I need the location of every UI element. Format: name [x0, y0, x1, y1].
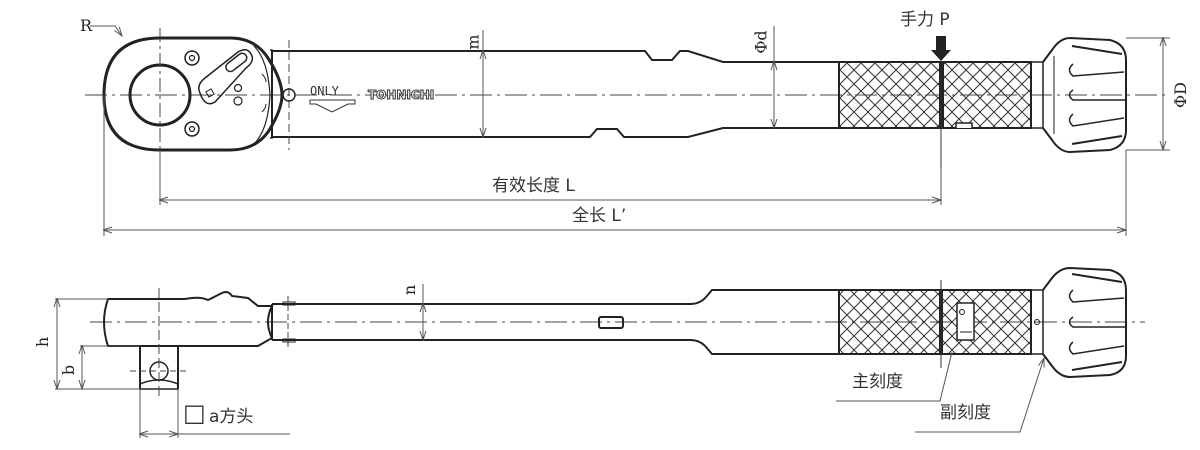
sub-scale-label: 副刻度 — [940, 403, 991, 423]
ratchet-lever — [198, 49, 254, 105]
main-scale-label: 主刻度 — [852, 372, 903, 392]
side-view — [55, 266, 1145, 438]
grip-diameter-label: ΦD — [1170, 82, 1190, 108]
top-view — [85, 25, 1170, 236]
adjustment-knob — [1030, 36, 1127, 154]
head-height-label: h — [33, 336, 53, 348]
square-drive-label: a方头 — [209, 407, 254, 427]
square-drive-height-label: b — [59, 364, 79, 376]
radius-label: R — [80, 16, 93, 35]
handle-width-label: m — [463, 34, 483, 50]
handle-body — [270, 40, 840, 150]
ratchet-head — [90, 25, 284, 160]
force-arrow-icon — [931, 36, 951, 61]
effective-length-label: 有效长度 L — [492, 176, 575, 196]
square-icon: □ — [183, 399, 206, 427]
brand-logo: TOHNICHI — [367, 88, 435, 103]
shaft-thickness-label: n — [400, 284, 420, 296]
shaft-diameter-label: Φd — [751, 30, 771, 54]
overall-length-label: 全长 L’ — [572, 206, 627, 226]
hand-force-label: 手力 P — [900, 10, 950, 30]
only-marking: ONLY — [310, 84, 339, 98]
knurled-grip — [838, 36, 1032, 168]
